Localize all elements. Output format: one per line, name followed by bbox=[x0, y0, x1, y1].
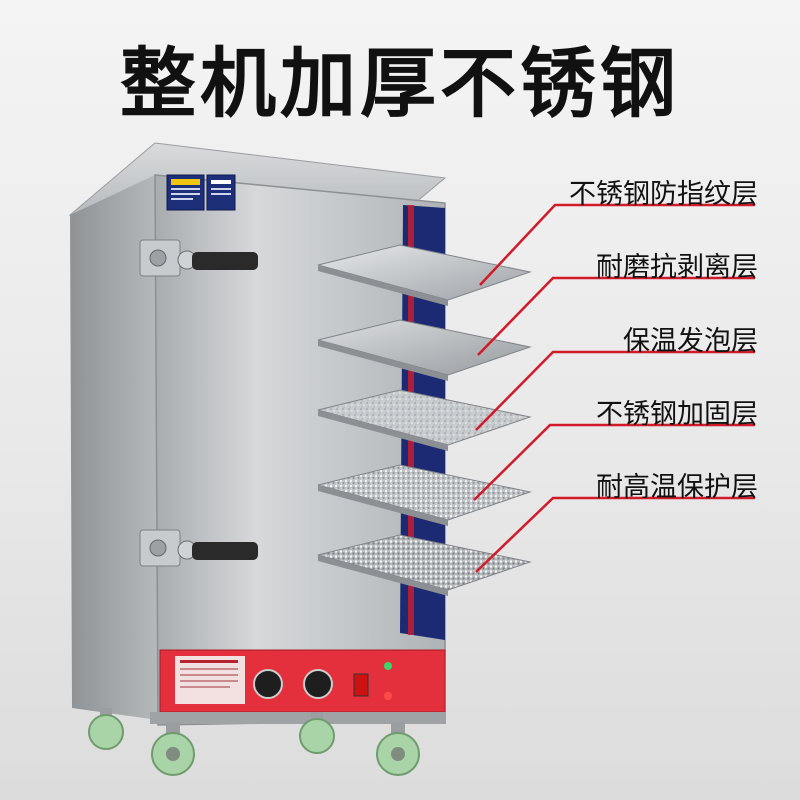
caster-front-right bbox=[376, 722, 420, 776]
headline: 整机加厚不锈钢 bbox=[120, 39, 680, 128]
caster-front-left bbox=[151, 722, 195, 776]
caster-rear-right bbox=[299, 712, 335, 754]
callout-line-1 bbox=[479, 203, 755, 286]
callout-line-4 bbox=[473, 423, 755, 501]
cabinet-side bbox=[70, 175, 158, 720]
indicator-light-red bbox=[384, 692, 392, 700]
callout-line-2 bbox=[477, 276, 755, 356]
callout-line-5 bbox=[475, 496, 755, 573]
layer-label-4: 不锈钢加固层 bbox=[596, 399, 758, 430]
upper-latch-handle bbox=[139, 239, 258, 277]
layer-label-2: 耐磨抗剥离层 bbox=[596, 252, 758, 283]
callout-line-3 bbox=[475, 350, 755, 431]
layer-plate-4 bbox=[317, 464, 532, 526]
layer-label-3: 保温发泡层 bbox=[623, 326, 758, 357]
layer-label-1: 不锈钢防指纹层 bbox=[569, 179, 758, 210]
layer-label-5: 耐高温保护层 bbox=[596, 472, 758, 503]
temperature-knob bbox=[303, 669, 333, 699]
timer-knob bbox=[253, 669, 283, 699]
power-switch bbox=[353, 673, 369, 697]
cabinet-base bbox=[150, 712, 446, 724]
lower-latch-handle bbox=[139, 529, 258, 567]
caster-rear-left bbox=[88, 708, 124, 750]
layer-plate-5 bbox=[317, 534, 532, 596]
layer-plate-2 bbox=[317, 319, 532, 381]
indicator-light-green bbox=[384, 662, 392, 670]
layer-plate-3 bbox=[317, 389, 532, 451]
layer-plate-1 bbox=[317, 244, 532, 306]
